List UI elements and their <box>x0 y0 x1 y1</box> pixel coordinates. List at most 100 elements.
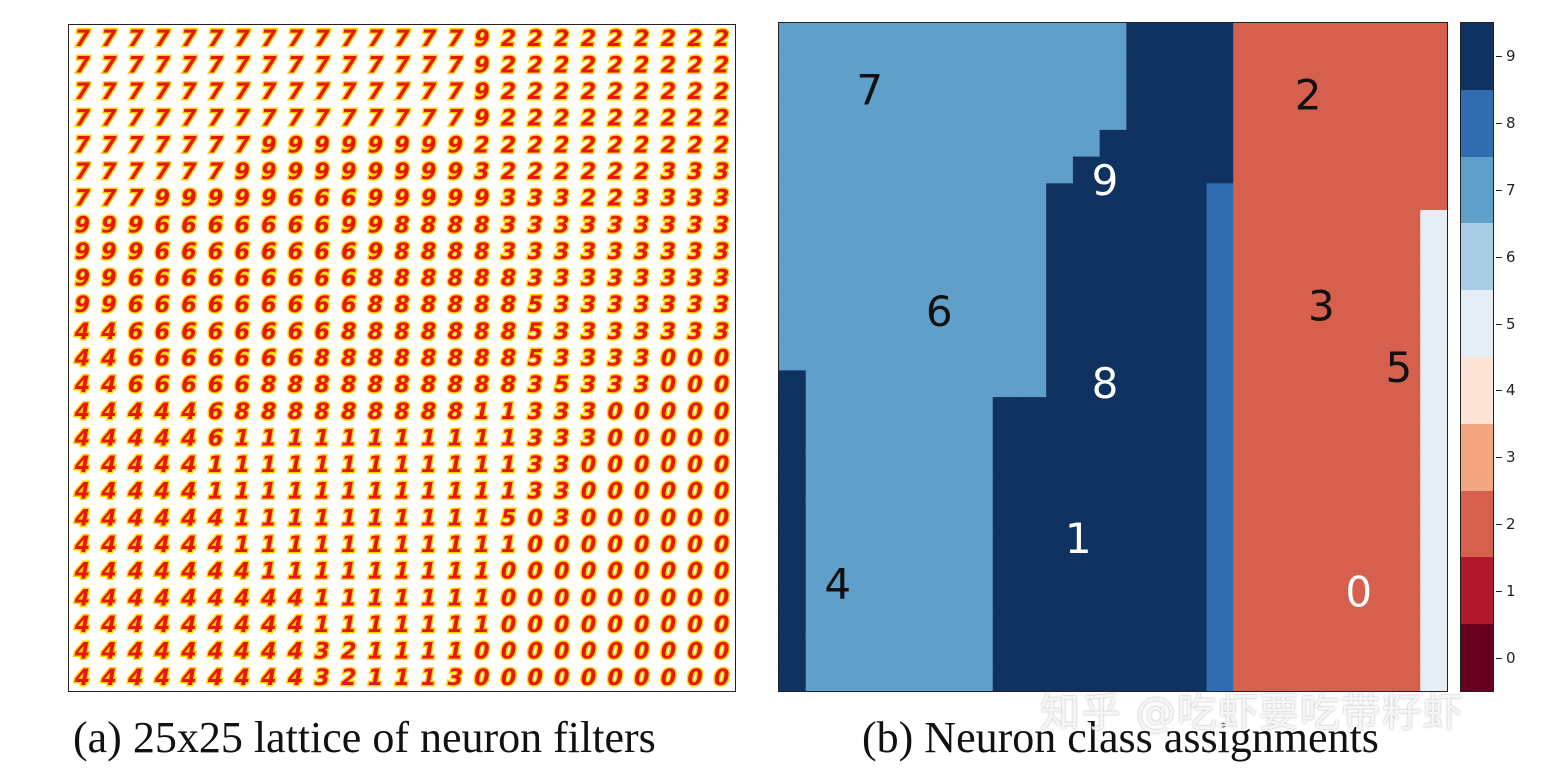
lattice-filter-digit: 1 <box>288 560 303 585</box>
lattice-filter-digit: 9 <box>128 240 143 265</box>
assignment-cell <box>1366 210 1395 238</box>
lattice-filter-digit: 3 <box>687 320 702 345</box>
assignment-cell <box>1393 397 1421 425</box>
lattice-filter-digit: 0 <box>714 453 729 478</box>
assignment-cell <box>1313 637 1341 665</box>
assignment-cell <box>1179 129 1208 158</box>
assignment-cell <box>1366 610 1395 639</box>
lattice-filter-digit: 4 <box>127 613 143 638</box>
lattice-filter-digit: 4 <box>100 613 116 638</box>
assignment-cell <box>1126 450 1154 478</box>
assignment-cell <box>992 49 1021 78</box>
assignment-cell <box>1206 637 1234 665</box>
assignment-cell <box>1366 584 1395 612</box>
lattice-filter-digit: 7 <box>101 107 117 132</box>
lattice-filter-digit: 9 <box>75 267 90 292</box>
assignment-cell <box>885 450 914 478</box>
assignment-cell <box>1179 477 1208 505</box>
lattice-filter-digit: 9 <box>75 240 90 265</box>
lattice-filter-digit: 0 <box>661 560 676 585</box>
assignment-cell <box>805 316 834 345</box>
assignment-cell <box>1420 370 1447 398</box>
assignment-cell <box>1313 584 1341 612</box>
assignment-cell <box>805 343 834 371</box>
assignment-cell <box>805 423 834 452</box>
assignment-cell <box>1126 584 1154 612</box>
lattice-filter-digit: 1 <box>261 560 276 585</box>
lattice-filter-digit: 0 <box>661 400 676 425</box>
lattice-filter-digit: 1 <box>261 480 276 505</box>
assignment-cell <box>966 610 994 639</box>
lattice-filter-digit: 2 <box>607 107 622 132</box>
lattice-filter-digit: 3 <box>554 187 569 212</box>
assignment-cell <box>1126 343 1154 371</box>
assignment-cell <box>1366 450 1395 478</box>
lattice-filter-digit: 4 <box>74 560 90 585</box>
assignment-cell <box>1420 49 1447 78</box>
lattice-filter-digit: 0 <box>581 640 596 665</box>
assignment-cell <box>1126 156 1154 184</box>
assignment-cell <box>1340 343 1368 371</box>
assignment-cell <box>1259 343 1288 371</box>
lattice-filter-digit: 0 <box>714 640 729 665</box>
assignment-cell <box>859 49 887 78</box>
lattice-filter-digit: 1 <box>474 613 489 638</box>
assignment-cell <box>1126 637 1154 665</box>
assignment-cell <box>1019 530 1047 558</box>
lattice-filter-digit: 9 <box>394 160 409 185</box>
lattice-filter-digit: 6 <box>288 293 303 318</box>
lattice-filter-digit: 0 <box>687 640 702 665</box>
assignment-cell <box>1206 129 1234 158</box>
lattice-filter-digit: 7 <box>288 107 304 132</box>
lattice-filter-digit: 7 <box>128 160 144 185</box>
colorbar-tick-label: 0 <box>1506 648 1516 667</box>
lattice-filter-digit: 1 <box>474 506 489 531</box>
lattice-filter-digit: 9 <box>75 293 90 318</box>
assignment-cell <box>1340 530 1368 558</box>
assignment-cell <box>1153 584 1181 612</box>
lattice-filter-digit: 0 <box>661 586 676 611</box>
assignment-cell <box>1126 370 1154 398</box>
assignment-cell <box>1046 637 1074 665</box>
assignment-cell <box>1072 423 1101 452</box>
assignment-cell <box>1046 450 1074 478</box>
lattice-filter-digit: 7 <box>261 27 277 52</box>
lattice-filter-digit: 2 <box>634 160 649 185</box>
assignment-cell <box>1340 637 1368 665</box>
assignment-cell <box>832 477 860 505</box>
lattice-filter-digit: 4 <box>74 400 90 425</box>
lattice-filter-digit: 1 <box>261 426 276 451</box>
assignment-cell <box>859 290 887 318</box>
assignment-cell <box>1099 343 1127 371</box>
assignment-cell <box>1420 530 1447 558</box>
lattice-filter-digit: 4 <box>260 586 276 611</box>
assignment-cell <box>1072 290 1101 318</box>
lattice-filter-digit: 2 <box>607 53 622 78</box>
lattice-filter-digit: 6 <box>288 187 303 212</box>
assignment-cell <box>805 503 834 532</box>
assignment-cell <box>912 477 940 505</box>
lattice-filter-digit: 4 <box>127 453 143 478</box>
assignment-cell <box>1126 103 1154 131</box>
lattice-filter-digit: 3 <box>528 453 543 478</box>
lattice-filter-digit: 4 <box>180 586 196 611</box>
lattice-filter-digit: 9 <box>394 187 409 212</box>
colorbar-tick <box>1496 190 1502 191</box>
lattice-filter-digit: 2 <box>687 27 702 52</box>
lattice-filter-digit: 1 <box>448 533 463 558</box>
assignment-cell <box>1072 450 1101 478</box>
lattice-filter-digit: 9 <box>101 267 116 292</box>
assignment-cell <box>1099 503 1127 532</box>
lattice-filter-digit: 3 <box>607 293 622 318</box>
lattice-filter-digit: 8 <box>368 293 383 318</box>
assignment-cell <box>1099 664 1127 691</box>
assignment-cell <box>992 183 1021 211</box>
assignment-cell <box>1313 397 1341 425</box>
assignment-cell <box>1420 76 1447 104</box>
assignment-cell <box>1046 503 1074 532</box>
assignment-cell <box>1420 263 1447 291</box>
assignment-cell <box>1126 129 1154 158</box>
assignment-cell <box>1072 503 1101 532</box>
assignment-cell <box>1126 610 1154 639</box>
assignment-cell <box>992 503 1021 532</box>
